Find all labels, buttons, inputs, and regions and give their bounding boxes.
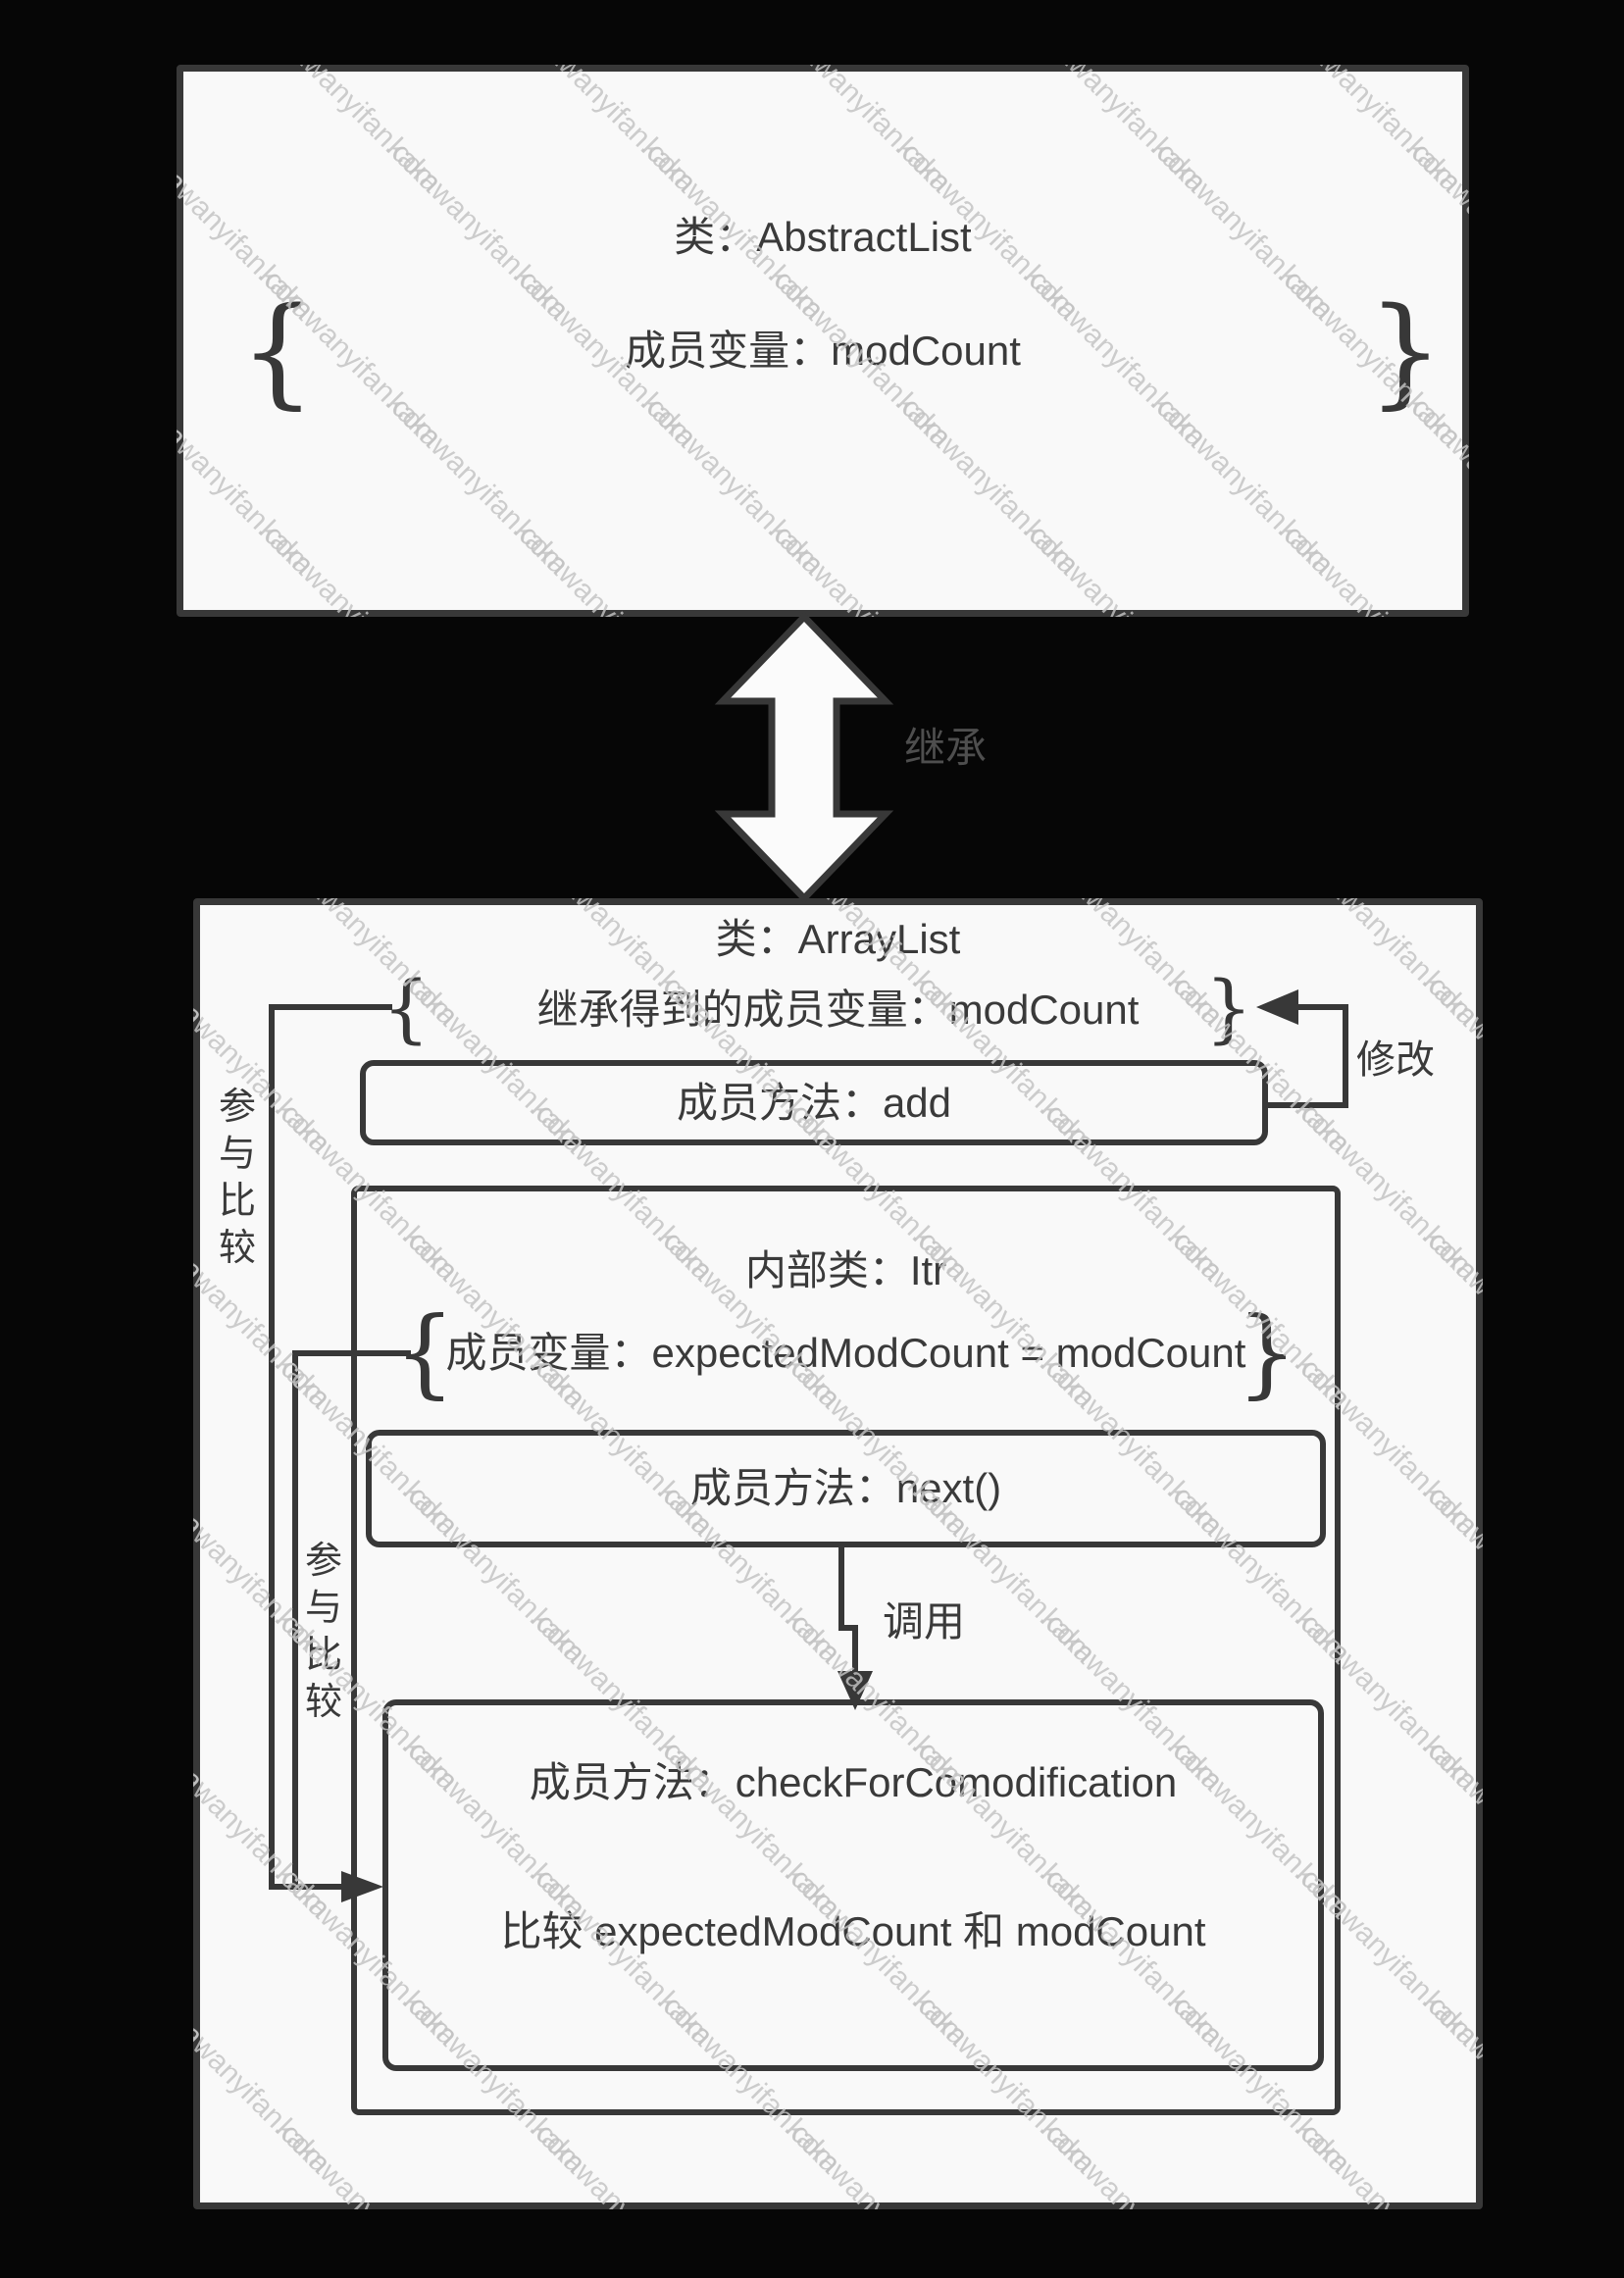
participate-compare-outer: 参与比较 <box>218 1087 256 1269</box>
abstractlist-title: 类：AbstractList <box>674 214 972 260</box>
inherited-member-line: 继承得到的成员变量：modCount <box>536 987 1140 1033</box>
add-method-box: 成员方法：add <box>360 1060 1268 1145</box>
itr-member-line: 成员变量：expectedModCount = modCount <box>445 1330 1246 1376</box>
compare-line: 比较 expectedModCount 和 modCount <box>500 1908 1206 1954</box>
arraylist-title: 类：ArrayList <box>715 916 961 962</box>
itr-inner-class-box <box>351 1186 1341 2115</box>
participate-compare-inner: 参与比较 <box>304 1541 342 1723</box>
call-label: 调用 <box>883 1598 966 1645</box>
right-brace: } <box>1236 1297 1298 1409</box>
next-method-box: 成员方法：next() <box>366 1430 1326 1547</box>
check-method-label: 成员方法：checkForComodification <box>529 1759 1178 1805</box>
right-brace: } <box>1204 964 1253 1051</box>
compare-connector <box>269 1004 411 1902</box>
modify-label: 修改 <box>1356 1038 1435 1082</box>
left-brace: { <box>239 281 316 421</box>
add-method-label: 成员方法：add <box>676 1079 952 1126</box>
modify-connector <box>1256 989 1348 1108</box>
call-connector <box>837 1544 873 1710</box>
inheritance-arrow <box>714 611 894 904</box>
arraylist-panel: 类：ArrayList 继承得到的成员变量：modCount { } 成员方法：… <box>193 898 1483 2209</box>
itr-title: 内部类：Itr <box>744 1247 947 1293</box>
next-method-label: 成员方法：next() <box>689 1465 1002 1511</box>
abstractlist-panel: 类：AbstractList 成员变量：modCount { } kakawan… <box>177 65 1469 617</box>
abstractlist-member-line: 成员变量：modCount <box>625 328 1021 374</box>
inherit-label: 继承 <box>904 725 988 771</box>
right-brace: } <box>1367 281 1444 421</box>
